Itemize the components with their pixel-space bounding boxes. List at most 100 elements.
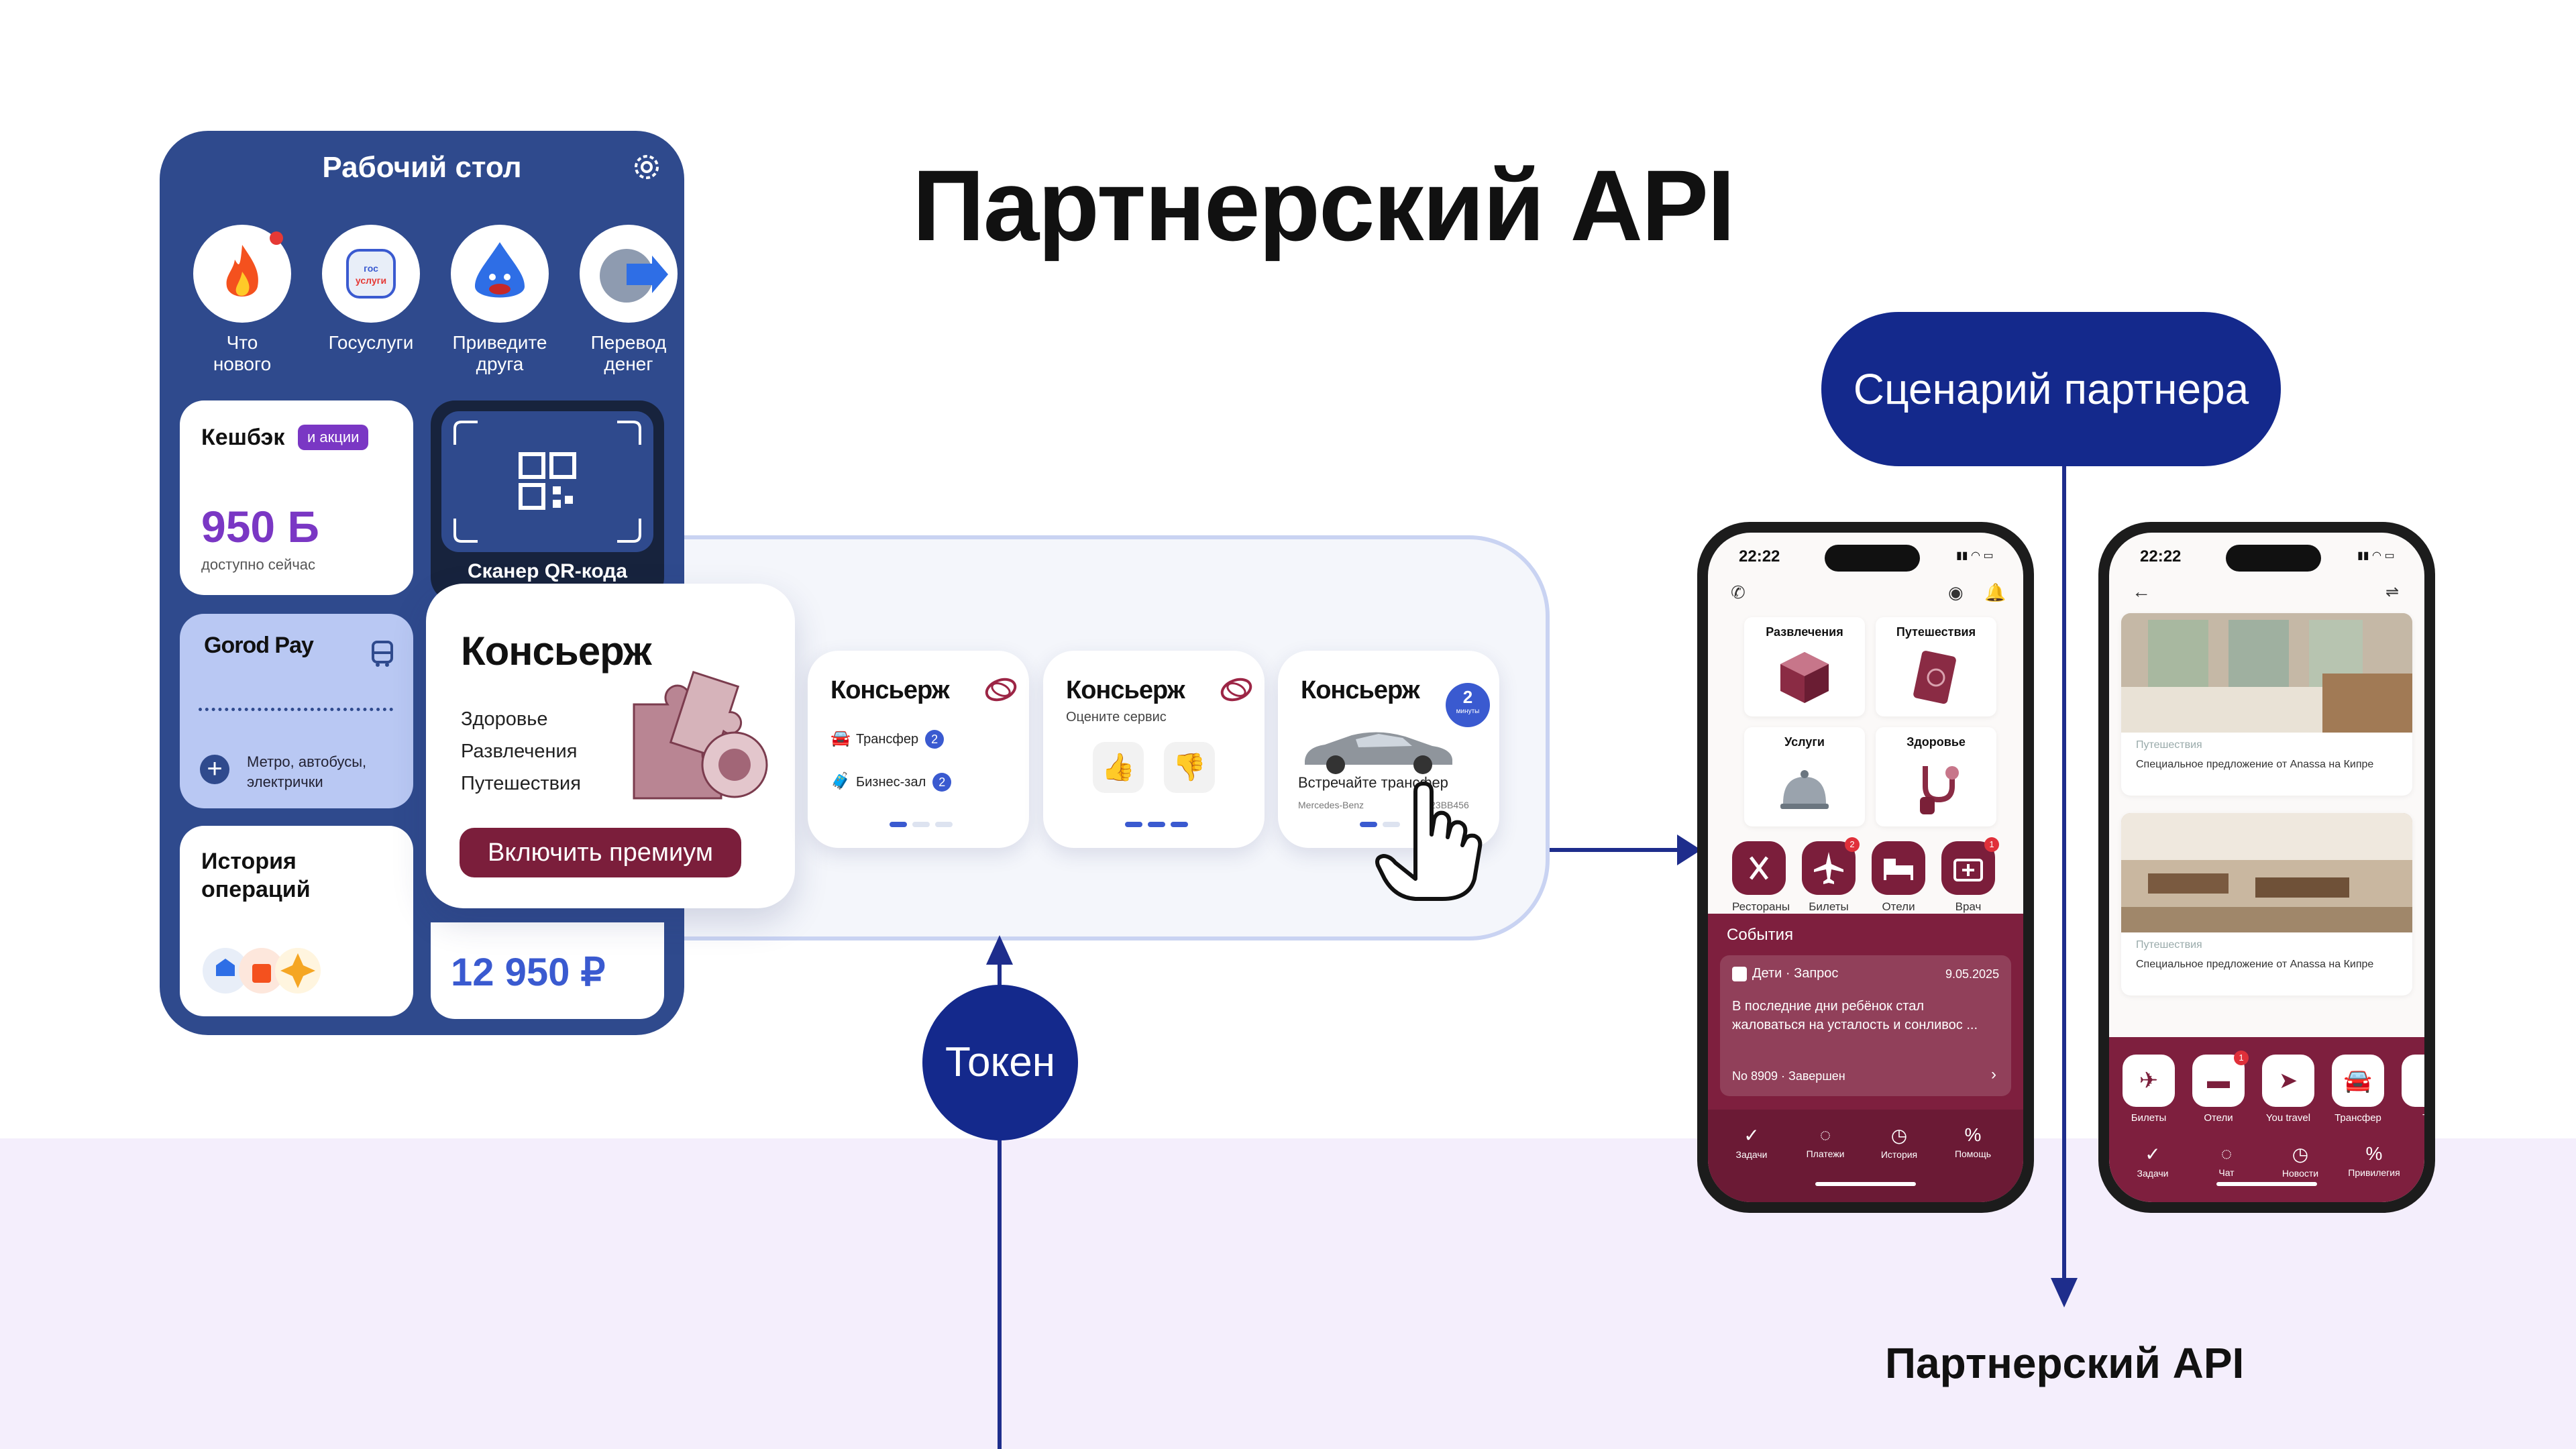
concierge-promo-card[interactable]: Консьерж Здоровье Развлечения Путешестви…: [426, 584, 795, 908]
promo-badge: и акции: [298, 425, 369, 450]
history-card[interactable]: История операций: [180, 826, 413, 1016]
timer-badge: 2 минуты: [1446, 683, 1490, 727]
arrow-right-head: [1677, 835, 1701, 865]
action-transfer[interactable]: 🚘Трансфер: [2332, 1055, 2384, 1124]
action-label: You travel: [2265, 1112, 2311, 1124]
home-screen-title: Рабочий стол: [322, 151, 522, 184]
percent-icon: %: [1964, 1124, 1982, 1145]
tab-history[interactable]: ◷История: [1862, 1124, 1936, 1160]
event-text: В последние дни ребёнок стал жаловаться …: [1732, 999, 1978, 1032]
medkit-icon: 1: [1941, 837, 1999, 895]
cashback-subtitle: доступно сейчас: [201, 556, 316, 573]
filter-icon[interactable]: ⇌: [2385, 583, 2400, 601]
action-you-travel[interactable]: ➤You travel: [2262, 1055, 2314, 1124]
tile-label: Путешествия: [1896, 625, 1976, 639]
quick-restaurants[interactable]: Рестораны: [1732, 841, 1790, 914]
add-icon[interactable]: +: [200, 755, 229, 784]
action-more[interactable]: Ту: [2402, 1055, 2424, 1124]
car-illustration: [1305, 732, 1452, 774]
phone-call-icon[interactable]: ✆: [1731, 582, 1746, 602]
bell-icon[interactable]: 🔔: [1984, 582, 2006, 602]
back-arrow-icon[interactable]: ←: [2132, 581, 2151, 602]
quick-label: Рестораны: [1732, 900, 1790, 913]
tile-health[interactable]: Здоровье: [1876, 727, 1996, 826]
tab-tasks[interactable]: ✓Задачи: [2116, 1143, 2190, 1179]
chevron-right-icon[interactable]: ›: [1991, 1065, 1996, 1083]
svg-text:гос: гос: [364, 263, 378, 274]
arrow-down-head: [2051, 1278, 2078, 1307]
page-indicator: [1357, 818, 1403, 830]
tab-tasks[interactable]: ✓Задачи: [1715, 1124, 1788, 1160]
car-model: Mercedes-Benz: [1298, 800, 1364, 810]
notification-badge: 1: [1984, 837, 1999, 852]
count-badge: 2: [925, 730, 945, 749]
bottom-tab-bar: ✓Задачи ◌Платежи ◷История %Помощь: [1708, 1110, 2023, 1202]
notification-badge: 2: [1845, 837, 1860, 852]
thumbs-up-icon[interactable]: 👍: [1093, 742, 1144, 793]
concierge-mini-card-rating[interactable]: Консьерж Оцените сервис 👍 👎: [1043, 651, 1265, 848]
home-indicator: [2216, 1182, 2317, 1186]
gorod-pay-subtitle: Метро, автобусы, электрички: [247, 753, 367, 790]
balance-card[interactable]: 12 950 ₽: [431, 922, 664, 1019]
service-bell-icon: [1780, 770, 1829, 809]
gorod-pay-card[interactable]: Gorod Pay + Метро, автобусы, электрички: [180, 614, 413, 808]
offer-card[interactable]: Путешествия Специальное предложение от A…: [2121, 613, 2412, 796]
action-label: Ту: [2402, 1112, 2424, 1124]
offer-card[interactable]: Путешествия Специальное предложение от A…: [2121, 813, 2412, 996]
quick-label: Отели: [1882, 900, 1915, 913]
history-icon: ◷: [1890, 1125, 1908, 1146]
concierge-mini-card-transfer[interactable]: Консьерж 2 минуты Встречайте трансфер Me…: [1278, 651, 1499, 848]
tab-payments[interactable]: ◌Платежи: [1788, 1124, 1862, 1159]
chat-bubble-icon: ◌: [1819, 1124, 1831, 1145]
gear-icon[interactable]: [631, 151, 663, 183]
tab-privilege[interactable]: %Привилегия: [2337, 1143, 2411, 1178]
cashback-amount: 950 Б: [201, 502, 319, 551]
qr-scanner-card[interactable]: Сканер QR-кода: [431, 400, 664, 602]
cashback-card[interactable]: Кешбэк и акции 950 Б доступно сейчас: [180, 400, 413, 595]
home-indicator: [1815, 1182, 1916, 1186]
partner-scenario-pill: Сценарий партнера: [1821, 312, 2281, 466]
stethoscope-icon: [1920, 766, 1959, 814]
action-label: Отели: [2204, 1112, 2233, 1124]
event-card[interactable]: Дети · Запрос 9.05.2025 В последние дни …: [1720, 955, 2011, 1096]
bus-icon: [372, 641, 393, 667]
tab-news[interactable]: ◷Новости: [2263, 1143, 2337, 1179]
history-title: История операций: [201, 849, 311, 902]
action-tickets[interactable]: ✈Билеты: [2123, 1055, 2175, 1124]
quick-hotels[interactable]: Отели: [1872, 841, 1925, 914]
event-date: 9.05.2025: [1945, 967, 2000, 981]
events-title: События: [1727, 926, 1794, 944]
plane-icon: 2: [1802, 837, 1860, 895]
tile-travel[interactable]: Путешествия: [1876, 617, 1996, 716]
tab-chat[interactable]: ◌Чат: [2190, 1143, 2263, 1178]
percent-icon: %: [2365, 1143, 2383, 1164]
ticket-perforation: [199, 708, 393, 711]
enable-premium-button[interactable]: Включить премиум: [460, 828, 741, 877]
cube-icon: [1780, 652, 1829, 703]
profile-icon[interactable]: ◉: [1948, 582, 1964, 602]
dynamic-island: [2226, 545, 2321, 572]
feature-travel: Путешествия: [461, 773, 581, 794]
rate-service-label: Оцените сервис: [1066, 710, 1167, 724]
tile-services[interactable]: Услуги: [1744, 727, 1865, 826]
chat-bubble-icon: ◌: [2220, 1143, 2233, 1164]
thumbs-down-icon[interactable]: 👎: [1164, 742, 1215, 793]
offer-description: Специальное предложение от Anassa на Кип…: [2136, 759, 2374, 770]
tile-entertainment[interactable]: Развлечения: [1744, 617, 1865, 716]
hotel-room-photo: [2121, 613, 2412, 733]
balance-amount: 12 950 ₽: [451, 951, 606, 994]
slide-title: Партнерский API: [912, 149, 1735, 262]
arrow-up-head: [986, 935, 1013, 965]
tab-help[interactable]: %Помощь: [1936, 1124, 2010, 1159]
